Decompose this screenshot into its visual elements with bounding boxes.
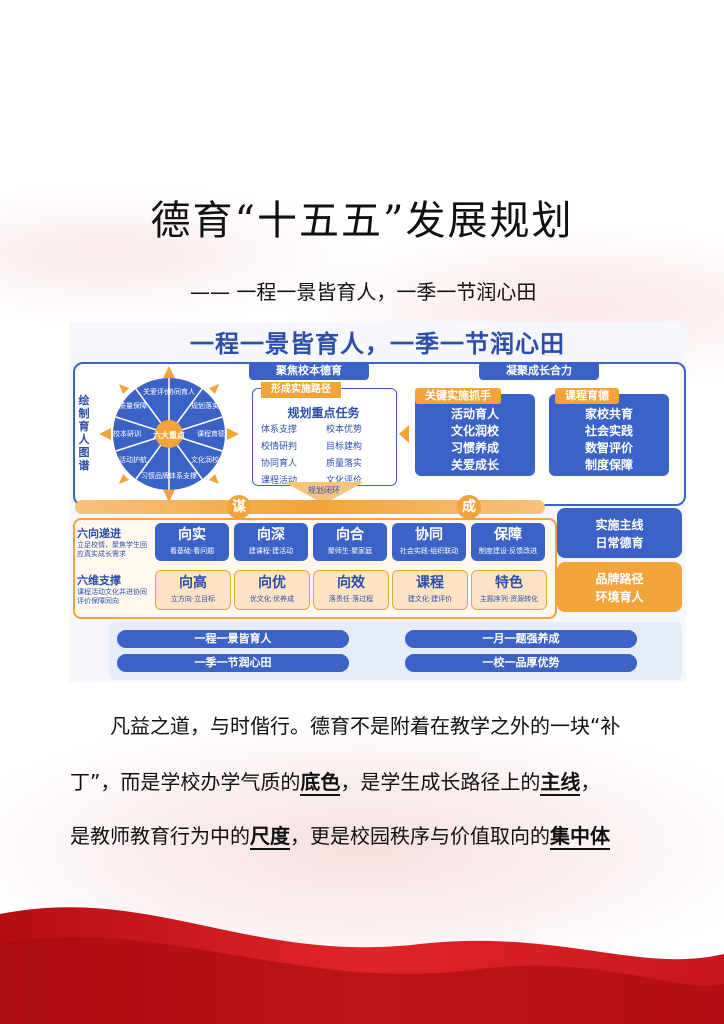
- arrow-left-icon: [399, 425, 409, 443]
- wheel-segment: 文化润校: [191, 455, 219, 464]
- paragraph-line-1: 凡益之道，与时偕行。德育不是附着在教学之外的一块“补: [110, 714, 621, 738]
- page-subtitle: —— 一程一景皆育人，一季一节润心田: [190, 280, 537, 304]
- loop-arrow: 规划闭环: [284, 482, 364, 504]
- row2-sub: 课程活动文化并进协同评价保障同向: [77, 588, 147, 605]
- course-card: 家校共育 社会实践 数智评价 制度保障: [549, 394, 669, 476]
- wheel-segment: 活动护航: [119, 455, 147, 464]
- task-item: 文化评价: [326, 476, 363, 486]
- row2-tile: 课程建文化·建评价: [392, 570, 468, 610]
- task-item: 校本优势: [326, 425, 363, 435]
- keyword: 主线: [540, 770, 581, 796]
- main-line-card: 实施主线日常德育: [557, 508, 682, 558]
- task-tag: 形成实施路径: [261, 382, 341, 398]
- course-item: 社会实践: [584, 424, 633, 438]
- bottom-pill: 一程一景皆育人: [117, 630, 349, 648]
- row1-tile: 向实看基础·看问题: [155, 523, 229, 561]
- progress-band: [75, 500, 545, 514]
- key-measure-item: 习惯养成: [450, 441, 499, 455]
- top-pill-2: 凝聚成长合力: [479, 362, 599, 380]
- wheel-segment: 协同育人: [167, 387, 195, 396]
- six-focus-wheel: 六大重点 协同育人 规划落实 课程育德 文化润校 体系支撑 习惯品牌 活动护航 …: [99, 366, 239, 502]
- keyword: 底色: [300, 770, 341, 796]
- row2-tile: 向效落责任·落过程: [313, 570, 389, 610]
- keyword: 尺度: [250, 824, 290, 850]
- bottom-pill: 一校一品厚优势: [405, 654, 637, 672]
- wheel-segment: 习惯品牌: [141, 471, 169, 480]
- keyword: 集中体: [550, 824, 610, 850]
- row2-label: 六维支撑 课程活动文化并进协同评价保障同向: [77, 572, 153, 606]
- key-measures-tag: 关键实施抓手: [415, 388, 501, 404]
- side-label: 绘制育人图谱: [78, 394, 90, 472]
- key-measure-item: 文化润校: [450, 424, 499, 438]
- wheel-segment: 体系支撑: [169, 471, 197, 480]
- band-end: 成: [457, 495, 481, 519]
- svg-text:规划闭环: 规划闭环: [308, 485, 340, 495]
- red-ribbon-decoration: [0, 907, 724, 1024]
- row2-title: 六维支撑: [77, 574, 121, 587]
- row1-label: 六向递进 立足校情，聚焦学生回应真实成长需求: [77, 525, 153, 559]
- row2-tile: 特色主题序列·资源转化: [471, 570, 547, 610]
- task-grid: 体系支撑 校本优势 校情研判 目标建构 协同育人 质量落实 课程活动 文化评价: [261, 422, 391, 486]
- task-item: 质量落实: [326, 459, 363, 469]
- paragraph-line-3: 是教师教育行为中的尺度，更是校园秩序与价值取向的集中体: [70, 824, 610, 850]
- wheel-segment: 规划落实: [191, 401, 219, 410]
- brand-path-card: 品牌路径环境育人: [557, 562, 682, 612]
- paragraph-line-2: 丁”，而是学校办学气质的底色，是学生成长路径上的主线，: [70, 770, 601, 796]
- row2-tile: 向高立方向·立目标: [155, 570, 231, 610]
- bottom-pill: 一月一题强养成: [405, 630, 637, 648]
- course-tag: 课程育德: [555, 388, 619, 404]
- wheel-segment: 校本研训: [113, 429, 141, 438]
- course-item: 制度保障: [584, 458, 633, 472]
- key-measures-card: 活动育人 文化润校 习惯养成 关爱成长: [415, 394, 535, 476]
- row1-tile: 协同社会实践·组织联动: [392, 523, 466, 561]
- task-item: 课程活动: [261, 476, 298, 486]
- band-start: 谋: [227, 495, 251, 519]
- key-measure-item: 活动育人: [450, 407, 499, 421]
- task-item: 协同育人: [261, 459, 298, 469]
- wheel-segment: 关爱评价: [143, 387, 171, 396]
- key-measure-item: 关爱成长: [450, 458, 499, 472]
- task-item: 体系支撑: [261, 425, 298, 435]
- course-item: 家校共育: [584, 407, 633, 421]
- row1-tile: 向合聚师生·聚家庭: [313, 523, 387, 561]
- top-pill-1: 聚焦校本德育: [249, 362, 369, 380]
- poster-title: 一程一景皆育人，一季一节润心田: [190, 330, 565, 358]
- wheel-segment: 质量保障: [119, 401, 147, 410]
- row1-tile: 向深建课程·建活动: [234, 523, 308, 561]
- task-heading: 规划重点任务: [287, 406, 360, 420]
- task-item: 校情研判: [261, 442, 298, 452]
- bottom-pill: 一季一节润心田: [117, 654, 349, 672]
- wheel-center: 六大重点: [153, 430, 185, 440]
- course-item: 数智评价: [584, 441, 633, 455]
- wheel-segment: 课程育德: [197, 429, 225, 438]
- row2-tile: 向优优文化·优养成: [234, 570, 310, 610]
- infographic-poster: 一程一景皆育人，一季一节润心田 绘制育人图谱 聚焦校本德育 凝聚成长合力: [69, 322, 686, 682]
- row1-title: 六向递进: [77, 527, 121, 540]
- row1-tile: 保障制度建设·反馈改进: [471, 523, 545, 561]
- task-item: 目标建构: [326, 442, 363, 452]
- page-title: 德育“十五五”发展规划: [150, 198, 574, 244]
- row1-sub: 立足校情，聚焦学生回应真实成长需求: [77, 541, 147, 558]
